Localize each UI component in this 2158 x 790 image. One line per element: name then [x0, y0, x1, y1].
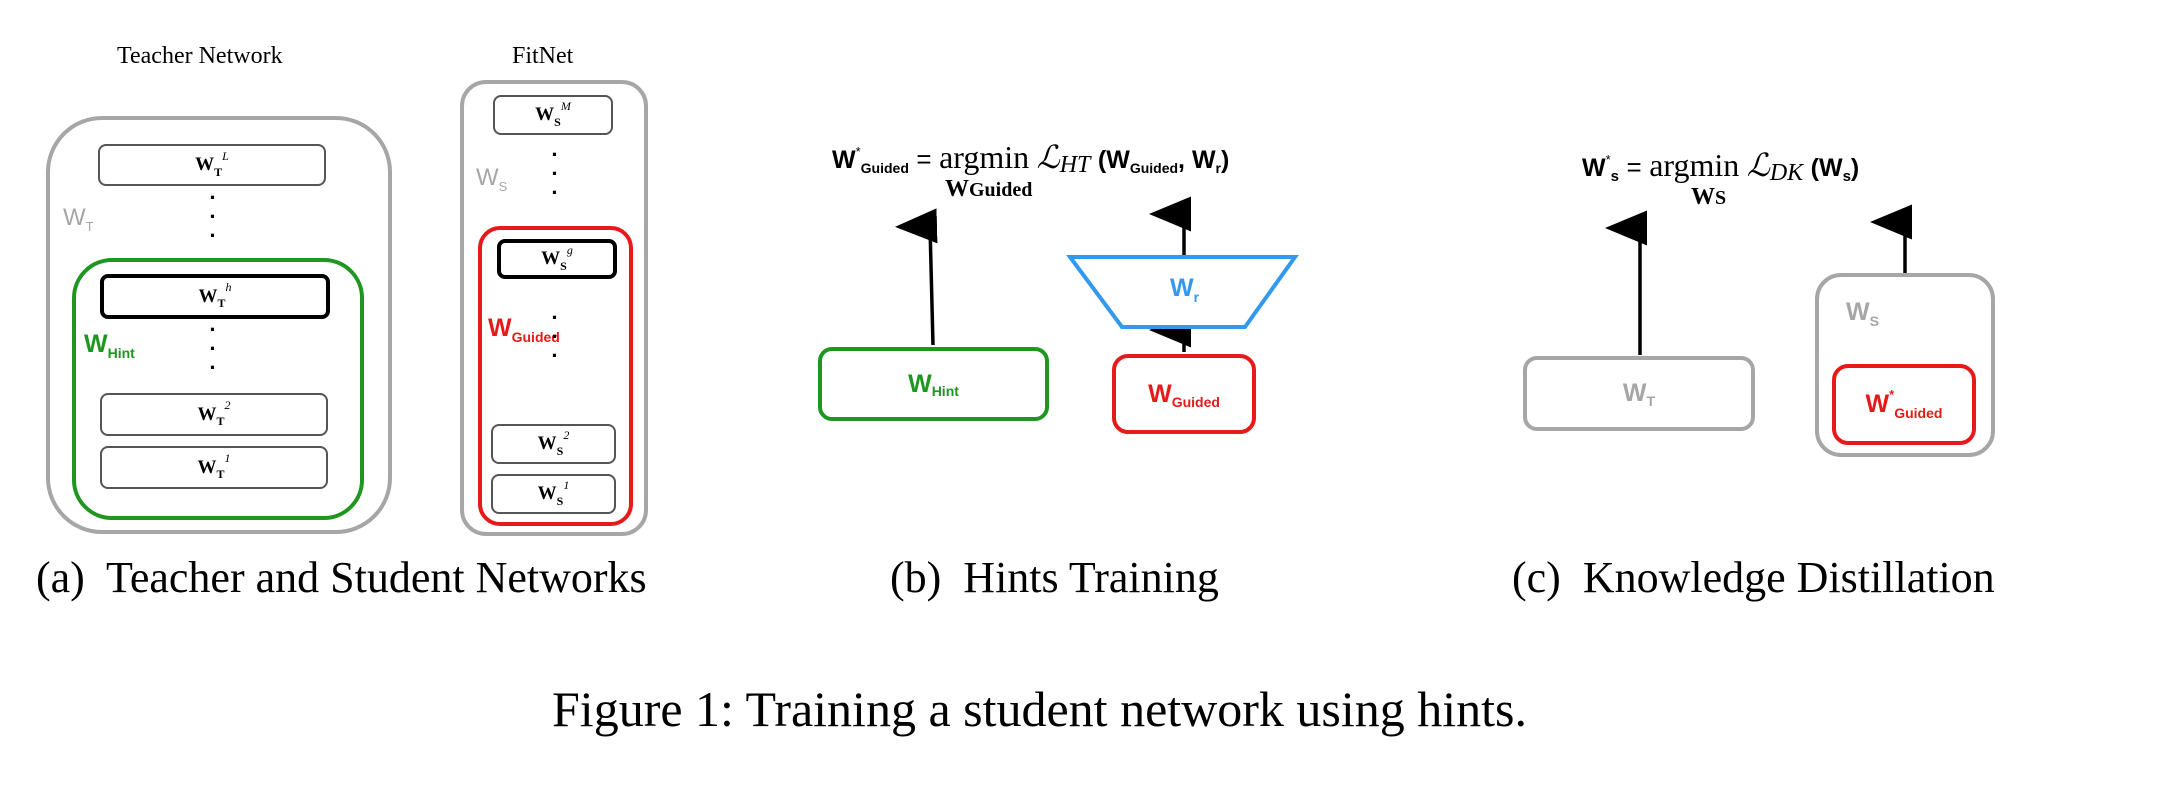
- wguided-label: WGuided: [488, 314, 560, 345]
- teacher-network-title: Teacher Network: [117, 43, 283, 69]
- regressor-trapezoid: [1066, 255, 1299, 329]
- teacher-ellipsis-top: ···: [209, 185, 217, 248]
- teacher-ellipsis-bottom: ···: [209, 317, 217, 380]
- ws-box: [1815, 273, 1995, 457]
- arrow-whint-up: [895, 208, 938, 346]
- hints-argmin-subscript: WGuided: [945, 176, 1033, 202]
- guided-region-box: [478, 226, 633, 526]
- student-ellipsis-bottom: ···: [551, 305, 559, 368]
- teacher-network-box: [46, 116, 392, 534]
- fitnet-title: FitNet: [512, 43, 574, 69]
- knowledge-distillation-equation: W*s = argmin ℒDK (Ws): [1582, 146, 1860, 186]
- wt-label: WT: [63, 204, 94, 234]
- wr-label: Wr: [1170, 274, 1200, 305]
- whint-label: WHint: [84, 330, 135, 361]
- hint-region-box: [72, 258, 364, 520]
- ws-label: WS: [476, 164, 508, 194]
- fitnet-box: [460, 80, 648, 536]
- student-ellipsis-top: ···: [551, 142, 559, 205]
- figure-caption: Figure 1: Training a student network usi…: [552, 681, 1527, 737]
- hints-training-equation: W*Guided = argmin ℒHT (WGuided, Wr): [832, 138, 1230, 178]
- caption-b: (b) Hints Training: [890, 553, 1219, 602]
- ws-box-label: WS: [1846, 298, 1879, 329]
- caption-c: (c) Knowledge Distillation: [1512, 553, 1995, 602]
- caption-a: (a) Teacher and Student Networks: [36, 553, 647, 602]
- wguided-star-box: W*Guided: [1832, 364, 1976, 445]
- kd-argmin-subscript: WS: [1691, 184, 1727, 210]
